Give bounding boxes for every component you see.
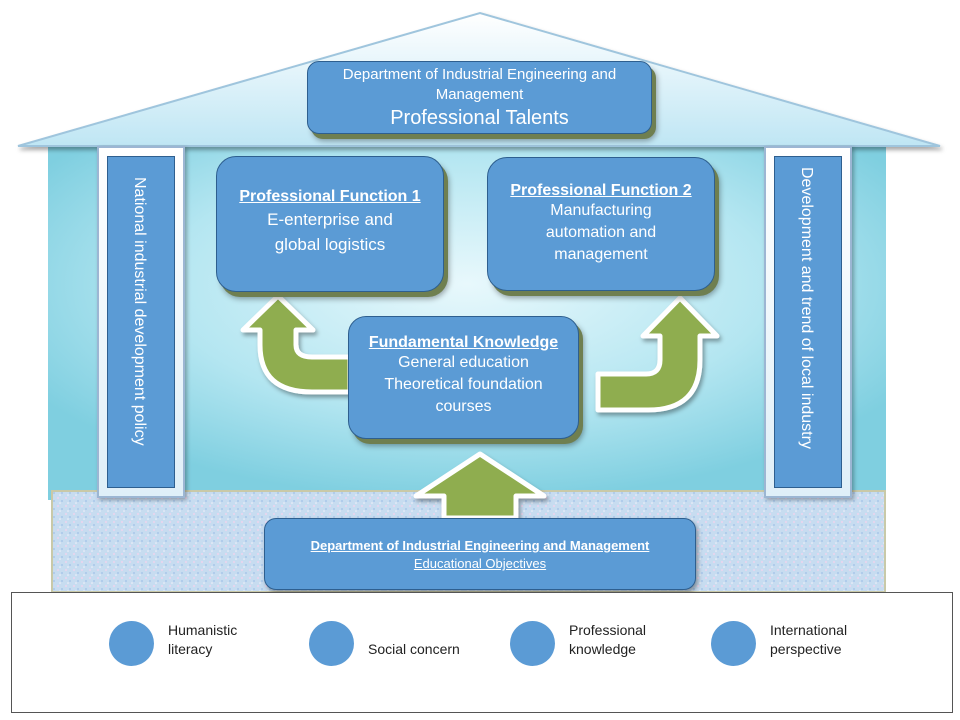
function1-heading: Professional Function 1 <box>239 188 421 205</box>
foundation-box: Department of Industrial Engineering and… <box>264 518 696 590</box>
left-pillar-label: National industrial development policy <box>131 177 148 446</box>
legend-item-humanistic-literacy: Humanistic literacy <box>109 621 237 666</box>
legend-dot <box>109 621 154 666</box>
right-pillar-label: Development and trend of local industry <box>798 167 815 449</box>
function2-line3: management <box>554 246 648 263</box>
legend-label: International perspective <box>770 621 847 659</box>
arrow-up-center <box>413 451 547 521</box>
fundamental-line3: courses <box>435 398 492 415</box>
function1-line2: global logistics <box>274 235 386 254</box>
function2-heading: Professional Function 2 <box>510 182 692 199</box>
legend-label-line1: Humanistic <box>168 621 238 638</box>
legend-item-international-perspective: International perspective <box>711 621 847 666</box>
roof-title-line1: Department of Industrial Engineering and <box>342 66 617 83</box>
legend-label-line1: Professional <box>569 621 647 638</box>
right-pillar-inner: Development and trend of local industry <box>774 156 842 488</box>
fundamental-box: Fundamental Knowledge General education … <box>348 316 579 439</box>
legend-item-social-concern: Social concern <box>309 621 460 666</box>
arrow-curved-right <box>595 295 720 413</box>
function2-line2: automation and <box>545 224 657 241</box>
fundamental-line2: Theoretical foundation <box>384 376 543 393</box>
roof-title-box: Department of Industrial Engineering and… <box>307 61 652 134</box>
right-pillar: Development and trend of local industry <box>764 146 852 498</box>
legend-label: Humanistic literacy <box>168 621 237 659</box>
legend-panel: Humanistic literacy Social concern Profe… <box>11 592 953 713</box>
legend-label-line2: literacy <box>168 640 213 657</box>
function2-line1: Manufacturing <box>550 202 652 219</box>
arrow-curved-left <box>240 293 353 395</box>
legend-label: Social concern <box>368 640 460 659</box>
function1-line1: E-enterprise and <box>267 210 393 229</box>
left-pillar-inner: National industrial development policy <box>107 156 175 488</box>
left-pillar: National industrial development policy <box>97 146 185 498</box>
legend-label-line1: International <box>770 621 848 638</box>
legend-label: Professional knowledge <box>569 621 646 659</box>
legend-dot <box>510 621 555 666</box>
fundamental-heading: Fundamental Knowledge <box>368 334 559 351</box>
foundation-heading: Department of Industrial Engineering and… <box>310 538 650 553</box>
function2-box: Professional Function 2 Manufacturing au… <box>487 157 715 291</box>
legend-dot <box>711 621 756 666</box>
fundamental-line1: General education <box>398 354 529 371</box>
function1-box: Professional Function 1 E-enterprise and… <box>216 156 444 292</box>
roof-title-line2: Management <box>435 86 524 103</box>
roof-subtitle: Professional Talents <box>390 107 569 129</box>
legend-label-line2: knowledge <box>569 640 636 657</box>
legend-label-line2: perspective <box>770 640 842 657</box>
foundation-sub: Educational Objectives <box>413 556 547 571</box>
legend-item-professional-knowledge: Professional knowledge <box>510 621 646 666</box>
legend-dot <box>309 621 354 666</box>
legend-label-line1: Social concern <box>368 641 460 657</box>
